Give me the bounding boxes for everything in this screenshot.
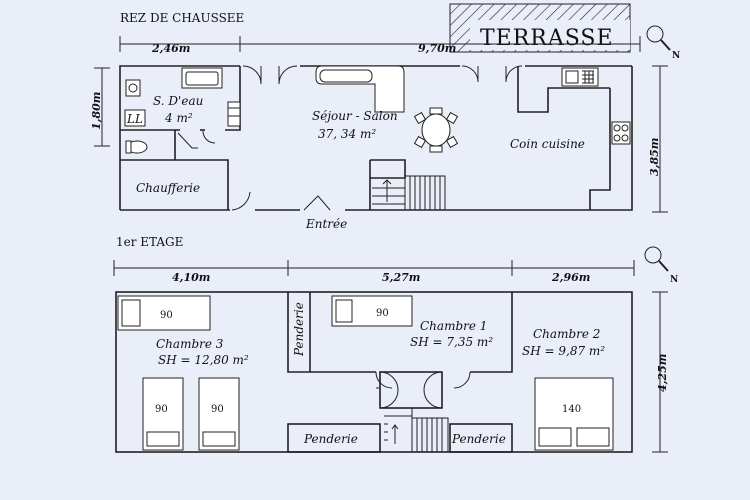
sdeau-name: S. D'eau [153,94,203,108]
chambre3-area: SH = 12,80 m² [158,353,249,367]
dim-right: 3,85m [648,138,661,176]
first-dimensions: 4,10m 5,27m 2,96m 4,25m [113,260,669,453]
north-arrow-icon-first: N [644,246,678,285]
dim-b: 5,27m [382,271,420,284]
first-stairs [384,407,449,453]
ground-stairs [369,159,446,211]
north-label: N [672,51,680,61]
penderie-label-vertical: Penderie [292,302,306,357]
chambre2-area: SH = 9,87 m² [522,344,605,358]
ll-label: LL [126,112,143,126]
bed-label-140: 140 [562,404,581,415]
dim-top-total: 9,70m [418,42,456,55]
entree-label: Entrée [305,217,347,231]
dim-a: 4,10m [172,271,210,284]
bed-label: 90 [211,404,224,415]
bed-chambre1: 90 [331,295,413,327]
penderie-label-bottom-right: Penderie [451,432,506,446]
north-arrow-icon: N [646,25,680,61]
dim-right-first: 4,25m [656,354,669,392]
first-floor-title: 1er ETAGE [116,235,183,249]
bed-label: 90 [160,310,173,321]
bed-chambre2: 140 [534,377,614,451]
kitchen-appliances [561,67,631,145]
north-label-first: N [670,275,678,285]
sofa [315,65,405,113]
dim-top-left: 2,46m [151,42,190,55]
penderie-label-bottom-left: Penderie [303,432,358,446]
chambre3-name: Chambre 3 [156,337,224,351]
entrance-door [303,195,331,211]
penderie-vertical: Penderie [292,302,306,357]
bed-chambre3-b: 90 [198,377,240,451]
first-doors [375,371,471,409]
bed-label: 90 [376,308,389,319]
bathroom-fixtures: LL [124,67,241,154]
dim-left: 1,80m [90,92,103,130]
chambre1-name: Chambre 1 [420,319,487,333]
cuisine-label: Coin cuisine [510,137,585,151]
ground-floor-title: REZ DE CHAUSSEE [120,11,244,25]
chaufferie-label: Chaufferie [136,181,200,195]
terrace: TERRASSE [449,3,631,53]
chambre1-area: SH = 7,35 m² [410,335,493,349]
sejour-area: 37, 34 m² [318,127,376,141]
bed-chambre3-top: 90 [117,295,211,331]
dim-c: 2,96m [551,271,590,284]
ground-windows [231,65,523,211]
sejour-name: Séjour - Salon [312,109,398,123]
bed-label: 90 [155,404,168,415]
bed-chambre3-a: 90 [142,377,184,451]
ground-dimensions: 2,46m 9,70m 1,80m 3,85m [90,36,668,213]
terrace-label: TERRASSE [480,26,614,51]
chambre2-name: Chambre 2 [533,327,600,341]
ground-walls [119,65,633,211]
sdeau-area: 4 m² [164,111,193,125]
dining-table [413,107,459,153]
first-walls [115,291,633,453]
